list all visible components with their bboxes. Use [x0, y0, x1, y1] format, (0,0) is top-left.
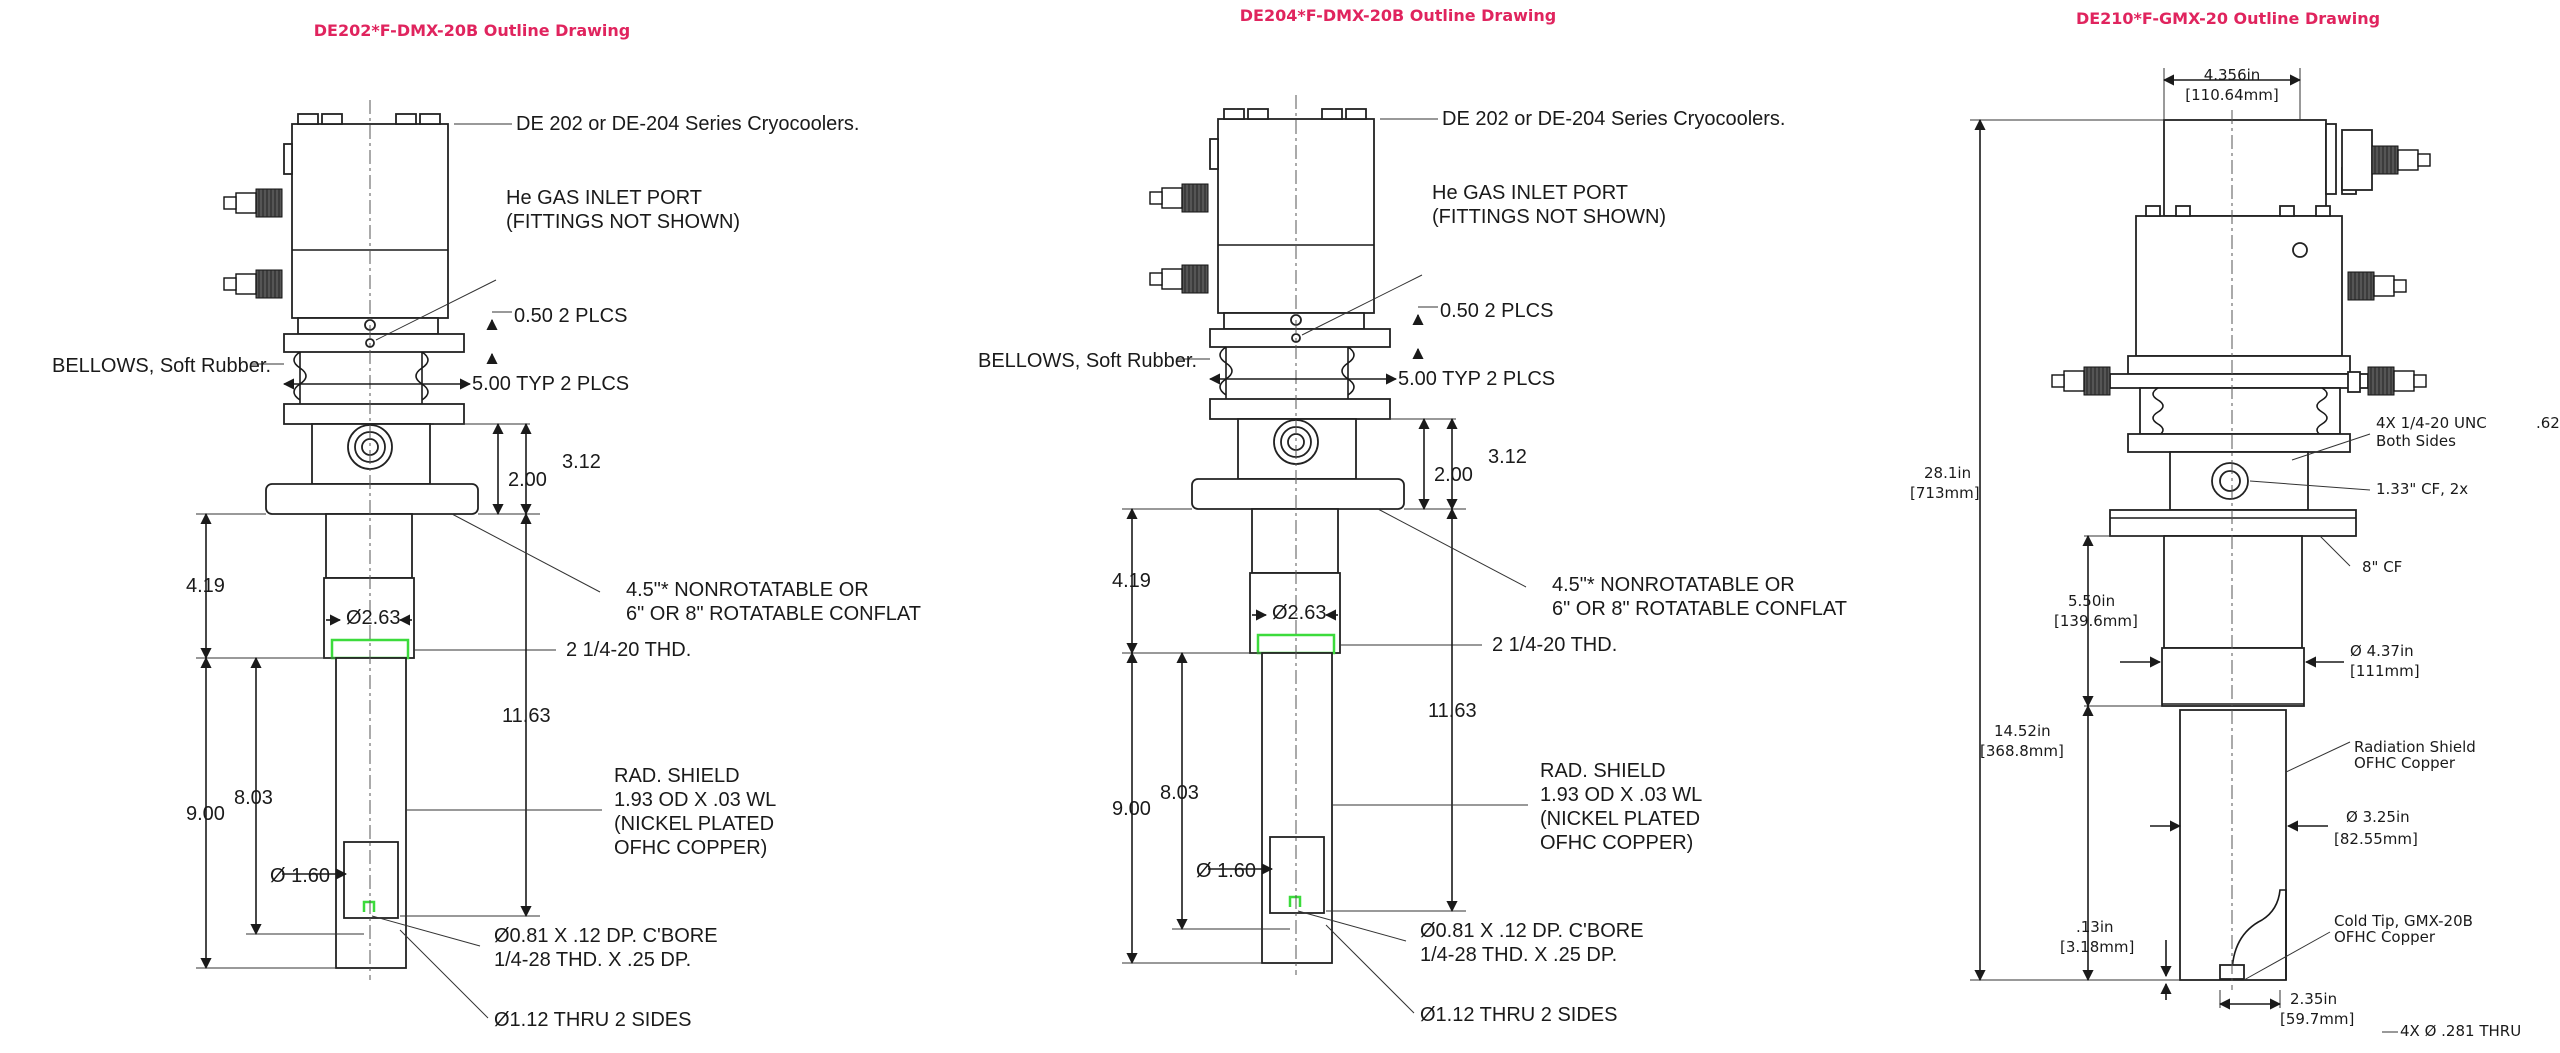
label-dim-013-in: .13in — [2076, 918, 2114, 936]
label-shield-4: OFHC COPPER) — [1540, 832, 1693, 854]
label-conflat-2: 6" OR 8" ROTATABLE CONFLAT — [1552, 598, 1847, 620]
label-dim-1163: 11.63 — [1428, 700, 1477, 722]
label-dia-160: Ø 1.60 — [270, 865, 330, 887]
label-dia-160: Ø 1.60 — [1196, 860, 1256, 882]
label-dia-263: Ø2.63 — [1272, 602, 1326, 624]
conflat-port — [1191, 418, 1405, 510]
label-shield-2: 1.93 OD X .03 WL — [1540, 784, 1702, 806]
cold-finger — [1249, 95, 1341, 975]
label-unc-depth: .620 — [2536, 414, 2560, 432]
labels: DE 202 or DE-204 Series Cryocoolers. He … — [52, 113, 921, 1031]
label-dia-263: Ø2.63 — [346, 607, 400, 629]
bellows-assembly — [1209, 328, 1391, 420]
label-cbore-2: 1/4-28 THD. X .25 DP. — [1420, 944, 1617, 966]
label-height-in: 28.1in — [1924, 464, 1971, 482]
label-shield-3: (NICKEL PLATED — [1540, 808, 1700, 830]
label-inlet-1: He GAS INLET PORT — [1432, 182, 1628, 204]
label-thru: Ø1.12 THRU 2 SIDES — [1420, 1004, 1617, 1026]
label-plcs-500: 5.00 TYP 2 PLCS — [1398, 368, 1555, 390]
label-dim-900: 9.00 — [1112, 798, 1151, 820]
label-tip-2: OFHC Copper — [2334, 928, 2436, 946]
label-top-width-in: 4.356in — [2204, 66, 2261, 84]
label-cbore-2: 1/4-28 THD. X .25 DP. — [494, 949, 691, 971]
label-dim-1452-mm: [368.8mm] — [1980, 742, 2064, 760]
label-top-width-mm: [110.64mm] — [2185, 86, 2278, 104]
label-dia-437-mm: [111mm] — [2350, 662, 2420, 680]
label-shield-2: OFHC Copper — [2354, 754, 2456, 772]
label-height-mm: [713mm] — [1910, 484, 1980, 502]
label-dia-325-mm: [82.55mm] — [2334, 830, 2418, 848]
label-dim-013-mm: [3.18mm] — [2060, 938, 2134, 956]
cryocooler-head — [223, 113, 449, 335]
label-thd: 2 1/4-20 THD. — [566, 639, 691, 661]
label-plcs-050: 0.50 2 PLCS — [1440, 300, 1553, 322]
label-shield-3: (NICKEL PLATED — [614, 813, 774, 835]
label-dim-200: 2.00 — [508, 469, 547, 491]
mid-section — [2051, 355, 2427, 537]
label-dim-900: 9.00 — [186, 803, 225, 825]
label-plcs-500: 5.00 TYP 2 PLCS — [472, 373, 629, 395]
label-shield-1: RAD. SHIELD — [614, 765, 740, 787]
label-dim-803: 8.03 — [234, 787, 273, 809]
label-tip-1: Cold Tip, GMX-20B — [2334, 912, 2473, 930]
cryocooler-head — [2135, 119, 2431, 357]
drawing-title: DE210*F-GMX-20 Outline Drawing — [2076, 9, 2380, 28]
label-shield-1: Radiation Shield — [2354, 738, 2476, 756]
label-conflat-1: 4.5"* NONROTATABLE OR — [626, 579, 869, 601]
labels: DE 202 or DE-204 Series Cryocoolers. He … — [978, 108, 1847, 1026]
label-shield-4: OFHC COPPER) — [614, 837, 767, 859]
label-dim-312: 3.12 — [1488, 446, 1527, 468]
label-thru: Ø1.12 THRU 2 SIDES — [494, 1009, 691, 1031]
label-dim-550-in: 5.50in — [2068, 592, 2115, 610]
conflat-port — [265, 423, 479, 515]
label-inlet-1: He GAS INLET PORT — [506, 187, 702, 209]
label-dim-419: 4.19 — [1112, 570, 1151, 592]
label-cf-8: 8" CF — [2362, 558, 2402, 576]
label-inlet-2: (FITTINGS NOT SHOWN) — [506, 211, 740, 233]
label-shield-1: RAD. SHIELD — [1540, 760, 1666, 782]
label-cf-133: 1.33" CF, 2x — [2376, 480, 2468, 498]
drawing-title: DE204*F-DMX-20B Outline Drawing — [1240, 6, 1556, 25]
label-plcs-050: 0.50 2 PLCS — [514, 305, 627, 327]
bellows-assembly — [283, 333, 465, 425]
label-dim-312: 3.12 — [562, 451, 601, 473]
label-dim-419: 4.19 — [186, 575, 225, 597]
labels: 4.356in [110.64mm] 28.1in [713mm] 4X 1/4… — [1910, 66, 2560, 1040]
label-dim-235-in: 2.35in — [2290, 990, 2337, 1008]
label-bellows: BELLOWS, Soft Rubber. — [52, 355, 271, 377]
label-dim-1163: 11.63 — [502, 705, 551, 727]
label-unc-2: Both Sides — [2376, 432, 2456, 450]
label-unc-1: 4X 1/4-20 UNC — [2376, 414, 2487, 432]
label-thru: 4X Ø .281 THRU — [2400, 1022, 2521, 1040]
label-conflat-1: 4.5"* NONROTATABLE OR — [1552, 574, 1795, 596]
label-thd: 2 1/4-20 THD. — [1492, 634, 1617, 656]
cold-stage — [2161, 110, 2305, 990]
label-dim-200: 2.00 — [1434, 464, 1473, 486]
label-dim-803: 8.03 — [1160, 782, 1199, 804]
label-conflat-2: 6" OR 8" ROTATABLE CONFLAT — [626, 603, 921, 625]
label-inlet-2: (FITTINGS NOT SHOWN) — [1432, 206, 1666, 228]
label-cbore-1: Ø0.81 X .12 DP. C'BORE — [494, 925, 718, 947]
label-dim-235-mm: [59.7mm] — [2280, 1010, 2354, 1028]
dimensions — [196, 123, 602, 1019]
label-cryocooler: DE 202 or DE-204 Series Cryocoolers. — [1442, 108, 1785, 130]
cryocooler-head — [1149, 108, 1375, 330]
drawing-title: DE202*F-DMX-20B Outline Drawing — [314, 21, 630, 40]
dimensions — [1970, 68, 2398, 1033]
cold-finger — [323, 100, 415, 980]
drawing-de210: DE210*F-GMX-20 Outline Drawing — [1910, 9, 2560, 1040]
label-cryocooler: DE 202 or DE-204 Series Cryocoolers. — [516, 113, 859, 135]
dimensions — [1122, 118, 1528, 1014]
label-dim-1452-in: 14.52in — [1994, 722, 2051, 740]
drawing-de202: DE202*F-DMX-20B Outline Drawing — [52, 21, 921, 1031]
label-shield-2: 1.93 OD X .03 WL — [614, 789, 776, 811]
label-dim-550-mm: [139.6mm] — [2054, 612, 2138, 630]
label-dia-325-in: Ø 3.25in — [2346, 808, 2410, 826]
label-bellows: BELLOWS, Soft Rubber. — [978, 350, 1197, 372]
drawing-de204: DE204*F-DMX-20B Outline Drawing — [978, 6, 1847, 1026]
label-cbore-1: Ø0.81 X .12 DP. C'BORE — [1420, 920, 1644, 942]
label-dia-437-in: Ø 4.37in — [2350, 642, 2414, 660]
